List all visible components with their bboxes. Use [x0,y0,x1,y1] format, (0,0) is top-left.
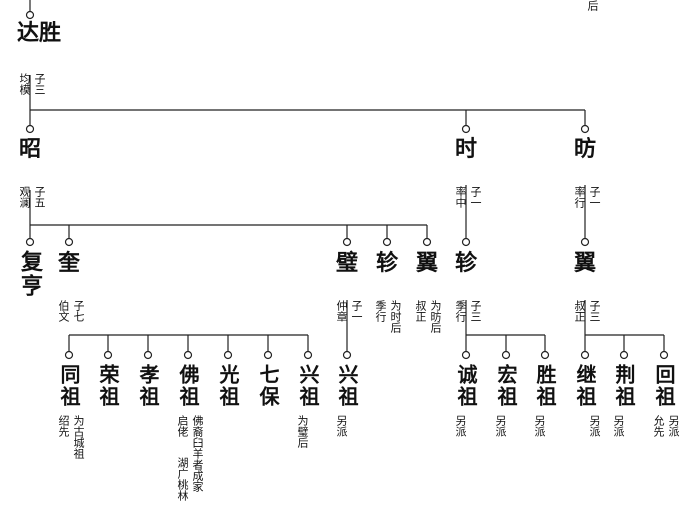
tongzu-adoption-note: 为古城祖 [72,415,85,459]
shi-style-name: 率中 [454,186,467,208]
person-bi: 璧 [336,250,359,276]
person-xingzu-2: 兴祖 [335,364,359,408]
xingzu-2-branch-note: 另派 [335,415,348,437]
hongzu-branch-note: 另派 [494,415,507,437]
zhao-style-name: 观澜 [18,186,31,208]
dasheng-style-name: 均模 [18,73,31,95]
person-yi-1: 翼 [416,250,439,276]
chengzu-branch-note: 另派 [454,415,467,437]
person-rongzu: 荣祖 [96,364,120,408]
kui-sons-note: 子七 [72,300,85,322]
person-tongzu: 同祖 [57,364,81,408]
person-zhen-1: 轸 [376,250,399,276]
person-yi-2: 翼 [574,250,597,276]
zhen-1-style-name: 季行 [374,300,387,322]
zhen-2-style-name: 季行 [454,300,467,322]
bi-sons-note: 子一 [350,300,363,322]
fang-style-name: 率行 [573,186,586,208]
tongzu-style-name: 绍先 [57,415,70,437]
zhao-sons-note: 子五 [33,186,46,208]
person-shengzu: 胜祖 [533,364,557,408]
jingzu-branch-note: 另派 [612,415,625,437]
person-fuheng: 复亨 [17,250,43,298]
fozu-note: 佛裔臼羊者成家 [191,415,204,492]
fozu-style-name: 启佬 [176,415,189,437]
person-guangzu: 光祖 [216,364,240,408]
person-xingzu-1: 兴祖 [296,364,320,408]
fozu-place-name: 湖广桃林 [176,457,189,501]
fang-sons-note: 子一 [588,186,601,208]
yi-2-style-name: 叔正 [573,300,586,322]
bi-style-name: 仲章 [335,300,348,322]
zhen-2-sons-note: 子三 [469,300,482,322]
person-shi: 时 [455,136,478,162]
person-jingzu: 荆祖 [612,364,636,408]
xingzu-1-adoption-note: 为璧后 [296,415,309,448]
shengzu-branch-note: 另派 [533,415,546,437]
huizu-branch-note: 另派 [667,415,680,437]
zhen-1-adoption-note: 为时后 [389,300,402,333]
person-kui: 奎 [58,250,81,276]
person-xiaozu: 孝祖 [136,364,160,408]
person-fozu: 佛祖 [176,364,200,408]
person-qibao: 七保 [256,364,280,408]
kui-style-name: 伯文 [57,300,70,322]
yi-1-style-name: 叔正 [414,300,427,322]
huizu-style-name: 允先 [652,415,665,437]
jizu-branch-note: 另派 [588,415,601,437]
person-dasheng: 达胜 [17,20,62,46]
top-fragment-text: 后 [586,0,599,11]
person-fang: 昉 [574,136,597,162]
yi-2-sons-note: 子三 [588,300,601,322]
person-zhao: 昭 [19,136,42,162]
person-hongzu: 宏祖 [494,364,518,408]
shi-sons-note: 子一 [469,186,482,208]
person-jizu: 继祖 [573,364,597,408]
person-zhen-2: 轸 [455,250,478,276]
yi-1-adoption-note: 为昉后 [429,300,442,333]
dasheng-sons-note: 子三 [33,73,46,95]
person-chengzu: 诚祖 [454,364,478,408]
person-huizu: 回祖 [652,364,676,408]
